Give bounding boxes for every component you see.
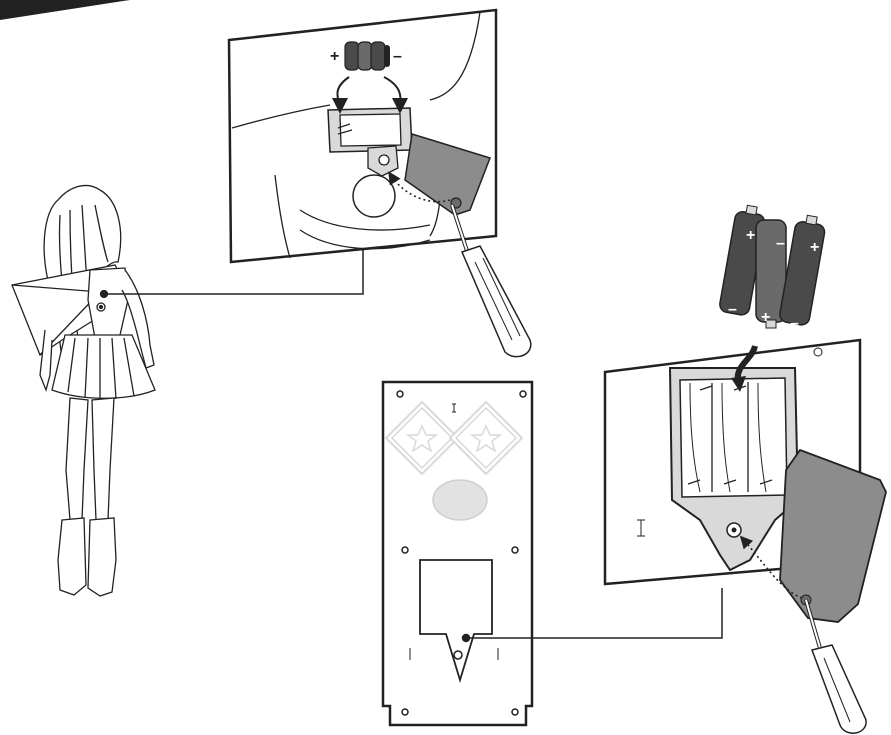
corner-shape [0,0,130,20]
aa-battery-3-top-label: + [810,239,819,256]
aa-battery-2-bottom-label: + [761,309,770,326]
wall-mount-plate [383,382,532,725]
button-cell-battery-icon [345,42,390,70]
super-hero-logo-icon [433,480,487,520]
button-cell-minus-label: – [393,48,402,65]
aa-battery-3-bottom-label: – [790,315,799,332]
battery-cover-icon [780,450,886,622]
aa-battery-1-bottom-label: – [728,301,737,318]
detail-box-plate-back [605,340,886,622]
aa-battery-1-top-label: + [746,227,755,244]
button-cell-plus-label: + [330,48,339,65]
doll-figure-icon [12,185,155,596]
aa-battery-2-top-label: – [776,235,785,252]
